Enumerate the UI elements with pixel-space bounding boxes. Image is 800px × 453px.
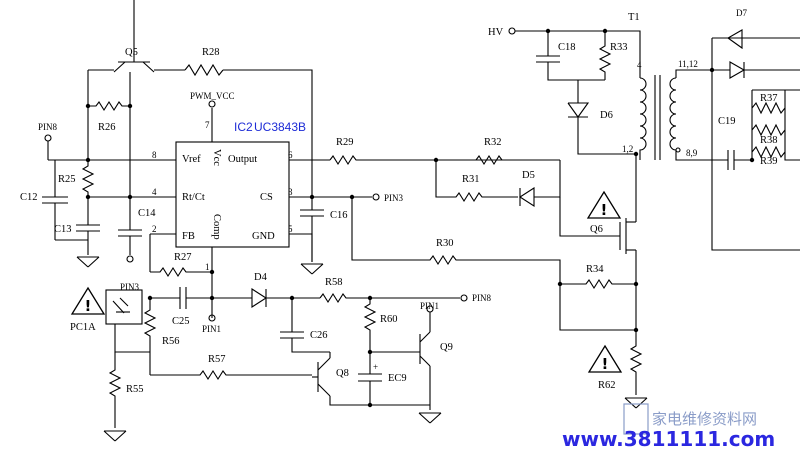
diode-d6: D6 xyxy=(567,80,636,155)
d6-label: D6 xyxy=(600,110,613,121)
transformer-t1: T1 4 1,2 11,12 8,9 xyxy=(622,12,698,160)
optocoupler-pc1a: PC1A xyxy=(70,289,143,333)
d7-label: D7 xyxy=(736,8,747,18)
pin-fb-label: FB xyxy=(182,231,195,242)
r30-label: R30 xyxy=(436,238,454,249)
pin-rtct-label: Rt/Ct xyxy=(182,192,205,203)
r34-label: R34 xyxy=(586,264,604,275)
r33-label: R33 xyxy=(610,42,628,53)
net-pin3-bottom: PIN3 xyxy=(120,282,140,292)
r58-label: R58 xyxy=(325,277,343,288)
net-pin1-top: PIN1 xyxy=(420,301,439,311)
transistor-q5: Q5 xyxy=(113,40,155,73)
diode-d7: D7 xyxy=(726,8,747,50)
t1-pin-1-2: 1,2 xyxy=(622,144,633,154)
watermark-logo-icon xyxy=(623,403,649,435)
net-hv: HV xyxy=(488,27,504,38)
capacitor-ec9: + EC9 xyxy=(358,352,407,405)
net-pin3-right: PIN3 xyxy=(384,193,404,203)
warning-triangle-icon: ! xyxy=(587,344,623,373)
r28-label: R28 xyxy=(202,47,220,58)
c12-label: C12 xyxy=(20,192,38,203)
t1-label: T1 xyxy=(628,12,640,23)
c13-label: C13 xyxy=(54,224,72,235)
r37-label: R37 xyxy=(760,93,778,104)
ec9-label: EC9 xyxy=(388,373,407,384)
c26-label: C26 xyxy=(310,330,328,341)
pin-vref-label: Vref xyxy=(182,154,201,165)
q6-label: Q6 xyxy=(590,224,603,235)
d5-label: D5 xyxy=(522,170,535,181)
pin-1-number: 1 xyxy=(205,262,210,272)
mosfet-q6: Q6 xyxy=(590,218,636,254)
warning-triangle-icon: ! xyxy=(586,190,622,219)
r31-label: R31 xyxy=(462,174,480,185)
pin-3-number: 3 xyxy=(288,187,293,197)
net-pin8-right: PIN8 xyxy=(472,293,492,303)
svg-text:!: ! xyxy=(601,201,608,219)
pc1a-label: PC1A xyxy=(70,322,96,333)
net-pwm-vcc: PWM_VCC xyxy=(190,91,235,101)
r26-label: R26 xyxy=(98,122,116,133)
r32-label: R32 xyxy=(484,137,502,148)
q5-label: Q5 xyxy=(125,47,138,58)
r39-label: R39 xyxy=(760,156,778,167)
r29-label: R29 xyxy=(336,137,354,148)
pin-5-number: 5 xyxy=(288,224,293,234)
r62-label: R62 xyxy=(598,380,616,391)
pin-cs-label: CS xyxy=(260,192,273,203)
ec9-plus-icon: + xyxy=(373,362,378,372)
r25-label: R25 xyxy=(58,174,76,185)
net-pin1-bottom: PIN1 xyxy=(202,324,221,334)
d4-label: D4 xyxy=(254,272,268,283)
warning-triangle-icon: ! xyxy=(70,286,106,315)
chip-ref: IC2 xyxy=(234,120,253,134)
chip-part: UC3843B xyxy=(254,120,306,134)
q8-label: Q8 xyxy=(336,368,349,379)
watermark: 家电维修资料网 www.3811111.com xyxy=(562,403,775,451)
c25-label: C25 xyxy=(172,316,190,327)
pin-6-number: 6 xyxy=(288,150,293,160)
ic-uc3843b: Vref Rt/Ct FB Output CS GND Vcc Comp IC2… xyxy=(152,120,306,272)
transistor-q8: Q8 xyxy=(312,357,349,397)
c14-label: C14 xyxy=(138,208,156,219)
c19-label: C19 xyxy=(718,116,736,127)
q9-label: Q9 xyxy=(440,342,453,353)
pin-comp-label: Comp xyxy=(211,214,222,240)
t1-pin-11-12: 11,12 xyxy=(678,59,698,69)
diode-d4: D4 xyxy=(248,272,320,309)
c16-label: C16 xyxy=(330,210,348,221)
r57-label: R57 xyxy=(208,354,226,365)
net-pin8-left: PIN8 xyxy=(38,122,58,132)
pin-output-label: Output xyxy=(228,154,257,165)
r55-label: R55 xyxy=(126,384,144,395)
pin-vcc-label: Vcc xyxy=(211,149,222,166)
r27-label: R27 xyxy=(174,252,192,263)
pin-7-number: 7 xyxy=(205,120,210,130)
pin-2-number: 2 xyxy=(152,224,157,234)
transistor-q9: Q9 xyxy=(419,331,453,367)
junction-dots xyxy=(85,28,755,408)
t1-pin-4: 4 xyxy=(637,60,642,70)
t1-pin-8-9: 8,9 xyxy=(686,148,698,158)
pin-8-number: 8 xyxy=(152,150,157,160)
r60-label: R60 xyxy=(380,314,398,325)
r38-label: R38 xyxy=(760,135,778,146)
r56-label: R56 xyxy=(162,336,180,347)
watermark-url: www.3811111.com xyxy=(562,427,775,451)
watermark-cn: 家电维修资料网 xyxy=(652,410,757,428)
c18-label: C18 xyxy=(558,42,576,53)
pin-gnd-label: GND xyxy=(252,231,275,242)
pin-4-number: 4 xyxy=(152,187,157,197)
svg-text:!: ! xyxy=(85,297,92,315)
svg-text:!: ! xyxy=(602,355,609,373)
diode-d5: D5 xyxy=(518,160,561,208)
